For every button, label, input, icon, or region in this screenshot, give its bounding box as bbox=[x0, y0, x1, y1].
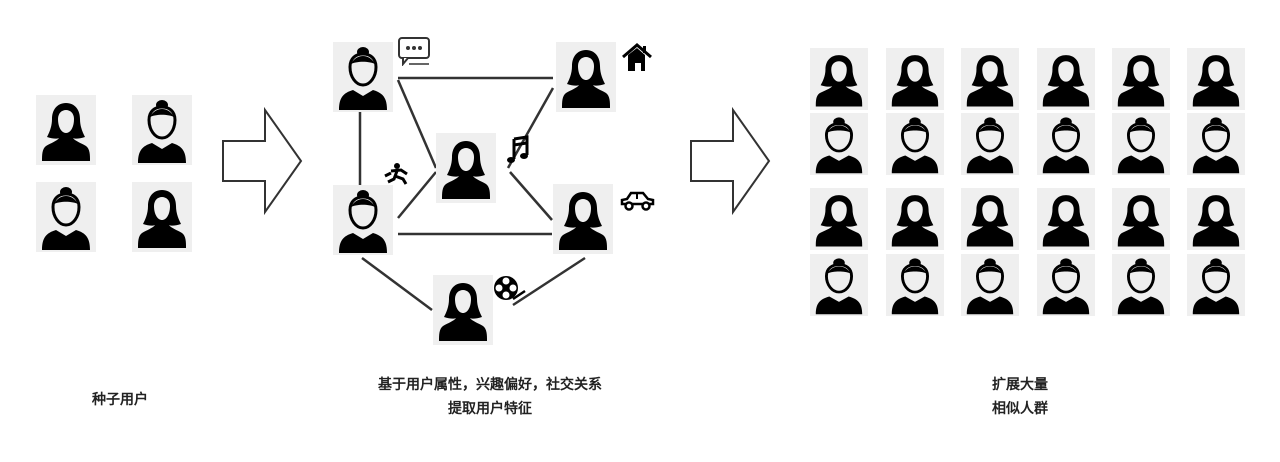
similar-user-male bbox=[810, 113, 868, 175]
edge-D-F bbox=[361, 256, 433, 312]
similar-user-male bbox=[886, 113, 944, 175]
seed-user-male bbox=[36, 182, 96, 252]
similar-user-male bbox=[810, 254, 868, 316]
similar-user-male bbox=[1112, 113, 1170, 175]
similar-user-female bbox=[810, 48, 868, 110]
seed-users-caption: 种子用户 bbox=[92, 392, 148, 408]
similar-user-female bbox=[810, 188, 868, 250]
similar-user-male bbox=[886, 254, 944, 316]
seed-user-female bbox=[36, 95, 96, 165]
similar-user-female bbox=[1112, 188, 1170, 250]
similar-user-female bbox=[1037, 48, 1095, 110]
similar-user-female bbox=[961, 48, 1019, 110]
right-arrow-icon bbox=[689, 107, 771, 215]
similar-user-male bbox=[961, 113, 1019, 175]
film-reel-icon bbox=[494, 276, 526, 301]
expand-caption-line1: 扩展大量 bbox=[992, 377, 1048, 393]
similar-user-male bbox=[1112, 254, 1170, 316]
seed-user-male bbox=[132, 95, 192, 165]
similar-user-male bbox=[1187, 113, 1245, 175]
similar-user-female bbox=[1037, 188, 1095, 250]
network-node-female bbox=[433, 275, 493, 345]
edge-C-E bbox=[509, 171, 553, 221]
chat-icon bbox=[398, 37, 430, 66]
similar-user-female bbox=[1112, 48, 1170, 110]
similar-user-female bbox=[886, 48, 944, 110]
similar-user-female bbox=[886, 188, 944, 250]
similar-user-female bbox=[961, 188, 1019, 250]
seed-user-female bbox=[132, 182, 192, 252]
music-note-icon bbox=[507, 135, 529, 163]
network-node-male bbox=[333, 42, 393, 112]
similar-user-male bbox=[1037, 113, 1095, 175]
similar-user-male bbox=[1037, 254, 1095, 316]
similar-user-male bbox=[1187, 254, 1245, 316]
network-node-female bbox=[556, 42, 616, 112]
expand-caption-line2: 相似人群 bbox=[992, 401, 1048, 417]
similar-user-female bbox=[1187, 188, 1245, 250]
network-node-male bbox=[333, 185, 393, 255]
runner-icon bbox=[384, 163, 408, 185]
features-caption-line2: 提取用户特征 bbox=[448, 401, 532, 417]
edge-D-C bbox=[397, 171, 437, 219]
car-icon bbox=[620, 191, 655, 211]
similar-user-female bbox=[1187, 48, 1245, 110]
network-node-female-center bbox=[436, 133, 496, 203]
house-icon bbox=[622, 43, 652, 71]
similar-user-male bbox=[961, 254, 1019, 316]
network-node-female bbox=[553, 184, 613, 254]
edge-A-C bbox=[396, 79, 438, 169]
features-caption-line1: 基于用户属性，兴趣偏好，社交关系 bbox=[378, 377, 602, 393]
edge-E-F bbox=[512, 256, 586, 307]
